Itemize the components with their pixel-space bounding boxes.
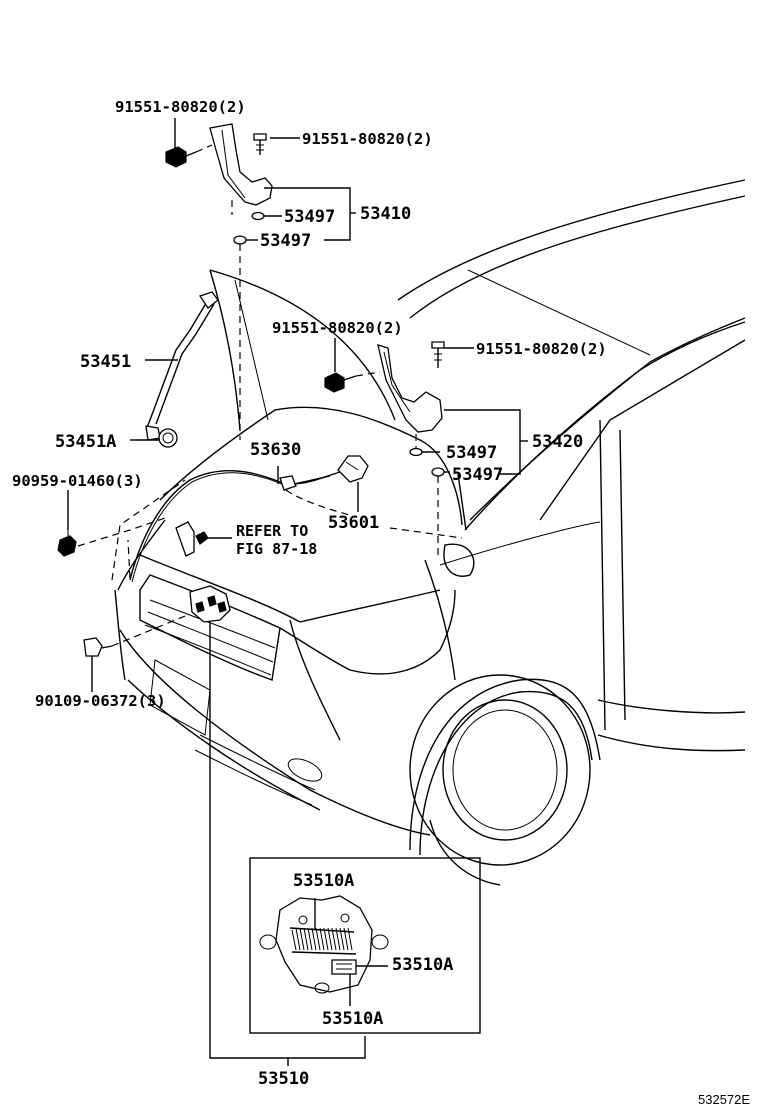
label-bolt-hinge-right-left: 91551-80820(2) bbox=[272, 319, 403, 337]
label-hood-lock: 53510 bbox=[258, 1069, 309, 1089]
vehicle-outline bbox=[114, 179, 746, 886]
label-support-grommet: 53451A bbox=[55, 432, 116, 452]
label-bolt-hinge-left-right: 91551-80820(2) bbox=[302, 130, 433, 148]
figure-code: 532572E bbox=[698, 1092, 750, 1107]
label-washer-left-b: 53497 bbox=[260, 231, 311, 251]
label-hinge-right: 53420 bbox=[532, 432, 583, 452]
release-lever-icon bbox=[337, 455, 369, 483]
label-washer-right-a: 53497 bbox=[446, 443, 497, 463]
washer-icon bbox=[409, 447, 423, 457]
label-lock-detail-b: 53510A bbox=[392, 955, 453, 975]
washer-icon bbox=[251, 211, 265, 221]
label-release-lever: 53601 bbox=[328, 513, 379, 533]
label-hinge-left: 53410 bbox=[360, 204, 411, 224]
washer-icon bbox=[431, 467, 445, 477]
bolt-left-icon bbox=[165, 146, 187, 168]
label-support-rod: 53451 bbox=[80, 352, 131, 372]
hinge-left-assembly bbox=[165, 123, 273, 440]
hinge-right-assembly bbox=[324, 341, 445, 560]
refer-bracket bbox=[175, 521, 232, 557]
label-bolt-hinge-left-top: 91551-80820(2) bbox=[115, 98, 246, 116]
label-refer-line1: REFER TO bbox=[236, 522, 308, 540]
label-lock-bolt: 90109-06372(3) bbox=[35, 692, 166, 710]
label-washer-right-b: 53497 bbox=[452, 465, 503, 485]
bolt-right-icon bbox=[253, 133, 267, 141]
leaders-right-hinge bbox=[334, 338, 528, 531]
label-release-cable: 53630 bbox=[250, 440, 301, 460]
clip-icon bbox=[57, 535, 77, 557]
label-refer-line2: FIG 87-18 bbox=[236, 540, 317, 558]
label-lock-detail-c: 53510A bbox=[322, 1009, 383, 1029]
label-washer-left-a: 53497 bbox=[284, 207, 335, 227]
release-cable-assembly bbox=[57, 455, 463, 583]
hood-lock-detail-box bbox=[249, 857, 481, 1034]
label-bolt-hinge-right-right: 91551-80820(2) bbox=[476, 340, 607, 358]
washer-icon bbox=[233, 235, 247, 245]
hood-lock-on-vehicle bbox=[83, 585, 366, 1066]
label-clip: 90959-01460(3) bbox=[12, 472, 143, 490]
grommet-icon bbox=[158, 428, 178, 448]
bolt-icon bbox=[83, 637, 103, 657]
leaders-left-hinge bbox=[174, 118, 356, 241]
bolt-right-icon bbox=[431, 341, 445, 349]
spring-icon bbox=[289, 927, 357, 955]
bolt-left-icon bbox=[324, 372, 345, 393]
label-lock-detail-a: 53510A bbox=[293, 871, 354, 891]
support-rod-assembly bbox=[130, 291, 219, 448]
part-labels: 91551-80820(2) 91551-80820(2) 53497 5341… bbox=[12, 98, 750, 1107]
